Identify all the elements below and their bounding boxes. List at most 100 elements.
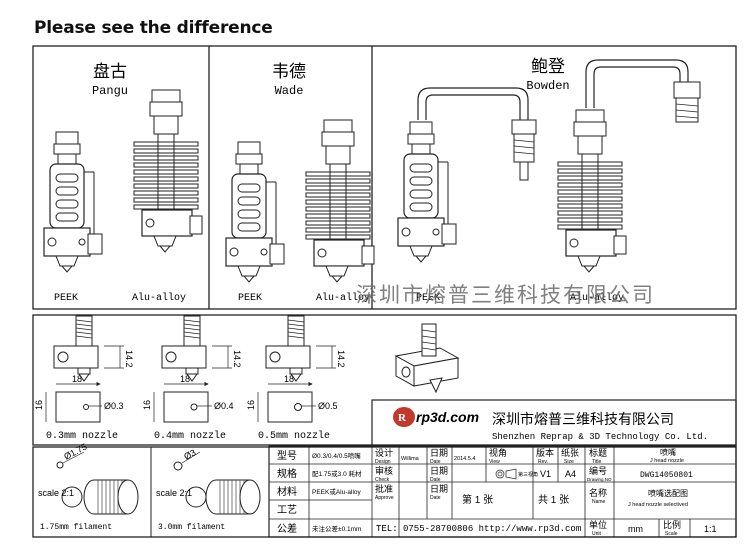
tb-name-value: 喷嘴选配图 [648, 488, 688, 498]
nozzle-0.4-label: 0.4mm nozzle [154, 430, 226, 442]
nozzle-0.4-width: 18 [180, 374, 190, 384]
tb-rev-sub: Rev. [538, 459, 548, 465]
tb-spec-label: 规格 [277, 467, 297, 480]
nozzle-0.4-drawing: 14.2 18 Ø0.4 16 0.4mm nozzle [142, 315, 242, 442]
page-heading: Please see the difference [34, 18, 273, 38]
top-frame [32, 45, 737, 310]
tb-size-label: 纸张 [561, 447, 579, 458]
tb-tolerance-value: 未注公差±0.1mm [312, 524, 361, 533]
tb-check-label: 审核 [375, 465, 393, 476]
tb-title-value-en: J head nozzle [650, 458, 684, 464]
filament-1.75-drawing: Ø1.75 scale 2:1 1.75mm filament [32, 441, 152, 538]
tb-size-value: A4 [565, 469, 576, 479]
tb-unit-sub: Unit [592, 531, 602, 537]
panel-title-cn-wade: 韦德 [272, 62, 306, 81]
tb-approve-label: 批准 [375, 483, 393, 494]
tb-name-label: 名称 [589, 487, 607, 498]
tb-drawing-no-sub: Drawing.NO [587, 477, 612, 482]
filament-3.0-scale: scale 2:1 [156, 488, 192, 498]
bowden-peek-label: PEEK [416, 293, 440, 304]
panel-title-cn-pangu: 盘古 [93, 62, 127, 81]
tb-date-value: 2014.5.4 [454, 456, 475, 462]
tb-name-value-en: J head nozzle selectived [628, 502, 688, 508]
tb-rev-label: 版本 [536, 447, 554, 458]
panel-title-en-bowden: Bowden [526, 79, 569, 93]
nozzle-0.4-diameter: Ø0.4 [214, 401, 234, 411]
nozzle-0.3-drawing: 14.2 18 Ø0.3 16 0.3mm nozzle [34, 315, 134, 442]
tb-tel: TEL: 0755-28700806 http://www.rp3d.com [376, 524, 581, 534]
tb-drawing-no-label: 编号 [589, 465, 607, 476]
tb-view-label: 视角 [489, 447, 507, 458]
logo-text: rp3d.com [416, 409, 479, 425]
company-name-en: Shenzhen Reprap & 3D Technology Co. Ltd. [492, 432, 708, 442]
pangu-peek-hotend [43, 131, 103, 273]
tb-spec-value: 配1.75或3.0 耗材 [312, 469, 362, 478]
nozzle-0.4-height: 14.2 [232, 350, 242, 368]
title-block [268, 399, 737, 538]
tb-design-sub: Design [375, 459, 391, 465]
nozzle-0.5-side: 16 [246, 400, 256, 410]
tb-scale-label: 比例 [663, 519, 681, 530]
filament-1.75-label: 1.75mm filament [40, 523, 112, 532]
watermark-text: 深圳市熔普三维科技有限公司 [356, 284, 655, 307]
nozzle-0.5-width: 18 [284, 374, 294, 384]
tb-sheet-number: 第 1 张 [462, 493, 493, 506]
tb-title-label: 标题 [589, 447, 607, 458]
nozzle-0.4-side: 16 [142, 400, 152, 410]
tb-date-sub-2: Date [430, 477, 441, 483]
bowden-alu-label: Alu-alloy [570, 292, 624, 304]
nozzle-0.5-drawing: 14.2 18 Ø0.5 16 0.5mm nozzle [246, 315, 346, 442]
tb-title-value: 喷嘴 [660, 447, 676, 457]
tb-view-value: 第三视角 [518, 471, 538, 478]
tb-date-label-3: 日期 [430, 484, 448, 494]
bowden-tube-left [417, 87, 529, 124]
filament-1.75-scale: scale 2:1 [38, 488, 74, 498]
tb-view-sub: View [489, 459, 500, 465]
panel-title-cn-bowden: 鲍登 [531, 57, 565, 76]
nozzle-frame [32, 314, 737, 446]
tb-rev-value: V1 [540, 469, 551, 479]
filament-3.0-diameter: Ø3 [182, 447, 197, 461]
pangu-peek-label: PEEK [54, 293, 78, 304]
tb-title-sub: Title [592, 459, 601, 465]
projection-symbol [495, 468, 517, 480]
nozzle-0.3-height: 14.2 [124, 350, 134, 368]
tb-process-label: 工艺 [277, 504, 297, 516]
nozzle-0.3-diameter: Ø0.3 [104, 401, 124, 411]
tb-material-value: PEEK或Alu-alloy [312, 487, 362, 496]
bowden-peek-hotend [397, 121, 457, 263]
tb-material-label: 材料 [277, 485, 297, 498]
tb-scale-value: 1:1 [704, 524, 717, 534]
bowden-tube-right [585, 59, 689, 108]
nozzle-isometric-drawing [394, 323, 460, 394]
pangu-alu-hotend [133, 89, 203, 253]
tb-unit-value: mm [628, 524, 643, 534]
tb-sheet-total: 共 1 张 [538, 494, 569, 506]
nozzle-0.5-diameter: Ø0.5 [318, 401, 338, 411]
tb-check-sub: Check [375, 477, 390, 483]
tb-design-name: Willima [401, 456, 420, 462]
filament-3.0-label: 3.0mm filament [158, 523, 225, 532]
tb-model-label: 型号 [277, 449, 297, 462]
tb-date-label-2: 日期 [430, 466, 448, 476]
tb-approve-sub: Approve [375, 495, 394, 501]
nozzle-0.5-height: 14.2 [336, 350, 346, 368]
pangu-alu-label: Alu-alloy [132, 292, 186, 304]
svg-text:R: R [398, 412, 407, 424]
tb-tolerance-label: 公差 [277, 522, 297, 535]
panel-title-en-wade: Wade [275, 84, 304, 98]
tb-unit-label: 单位 [589, 519, 607, 530]
panel-title-en-pangu: Pangu [92, 84, 128, 98]
tb-date-sub: Date [430, 459, 441, 465]
tb-scale-sub: Scale [665, 531, 678, 537]
tb-name-sub: Name [592, 499, 606, 505]
wade-alu-hotend [305, 119, 375, 283]
wade-peek-hotend [225, 141, 285, 283]
nozzle-0.3-width: 18 [72, 374, 82, 384]
tb-date-label: 日期 [430, 448, 448, 458]
tb-drawing-no-value: DWG14050801 [640, 471, 693, 480]
company-logo: R rp3d.com [393, 407, 479, 427]
tb-size-sub: Size [564, 459, 574, 465]
nozzle-0.5-label: 0.5mm nozzle [258, 430, 330, 442]
